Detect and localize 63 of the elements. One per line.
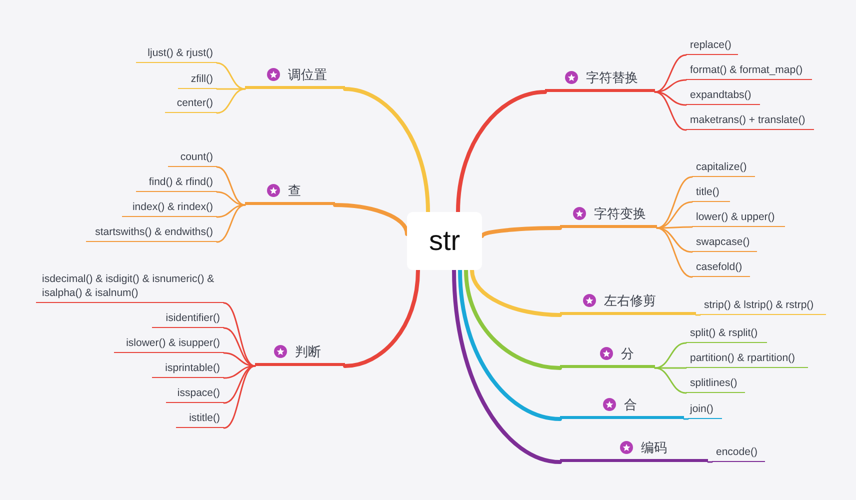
method-label: ljust() & rjust() <box>136 45 217 63</box>
topic-label: 字符变换 <box>594 204 646 222</box>
method-label: encode() <box>712 444 765 462</box>
branch-line <box>654 342 687 369</box>
branch-line <box>707 461 713 463</box>
method-label: splitlines() <box>686 375 745 393</box>
branch-line <box>683 418 689 420</box>
method-label: casefold() <box>692 259 750 277</box>
branch-line <box>458 268 562 421</box>
branch-line <box>452 268 562 464</box>
topic-label: 分 <box>621 344 634 362</box>
method-label: replace() <box>686 37 738 55</box>
method-label: count() <box>168 149 217 167</box>
method-label: zfill() <box>178 71 217 89</box>
branch-line <box>656 226 693 229</box>
topic-label: 判断 <box>295 342 321 360</box>
method-label: istitle() <box>176 410 224 428</box>
topic-label: 字符替换 <box>586 68 638 86</box>
branch-line <box>216 204 246 243</box>
method-label: isdecimal() & isdigit() & isnumeric() & isalpha() & isalnum() <box>36 269 224 303</box>
central-topic-box: str <box>407 212 482 270</box>
branch-line <box>480 226 562 238</box>
method-label: find() & rfind() <box>136 174 217 192</box>
method-label: partition() & rpartition() <box>686 350 808 368</box>
method-label: strip() & lstrip() & rstrp() <box>700 297 826 315</box>
method-label: split() & rsplit() <box>686 325 767 343</box>
branch-line <box>656 227 693 278</box>
branch-line <box>695 314 701 316</box>
method-label: title() <box>692 184 730 202</box>
topic-label: 左右修剪 <box>604 292 656 310</box>
topic-label: 编码 <box>641 438 667 456</box>
branch-line <box>456 90 547 214</box>
method-label: join() <box>688 401 722 419</box>
branch-line <box>223 365 256 429</box>
branch-line <box>654 91 687 131</box>
branch-line <box>654 79 687 93</box>
topic-label: 查 <box>288 182 301 200</box>
method-label: lower() & upper() <box>692 209 785 227</box>
branch-line <box>223 302 256 367</box>
topic-label: 调位置 <box>288 66 327 84</box>
method-label: index() & rindex() <box>122 199 217 217</box>
branch-line <box>216 191 246 206</box>
branch-line <box>223 352 256 367</box>
method-label: center() <box>165 95 217 113</box>
branch-line <box>216 62 246 90</box>
method-label: isidentifier() <box>152 310 224 328</box>
branch-line <box>464 268 562 370</box>
method-label: islower() & isupper() <box>114 335 224 353</box>
method-label: capitalize() <box>692 159 755 177</box>
method-label: maketrans() + translate() <box>686 112 814 130</box>
method-label: isprintable() <box>152 360 224 378</box>
branch-line <box>343 268 420 368</box>
branch-line <box>216 88 246 114</box>
method-label: startswiths() & endwiths() <box>86 224 217 242</box>
method-label: isspace() <box>166 385 224 403</box>
method-label: swapcase() <box>692 234 757 252</box>
branch-line <box>333 203 409 236</box>
method-label: expandtabs() <box>686 87 760 105</box>
method-label: format() & format_map() <box>686 62 812 80</box>
branch-line <box>470 268 562 317</box>
branch-line <box>343 87 430 214</box>
branch-line <box>654 367 687 394</box>
topic-label: 合 <box>624 396 637 414</box>
